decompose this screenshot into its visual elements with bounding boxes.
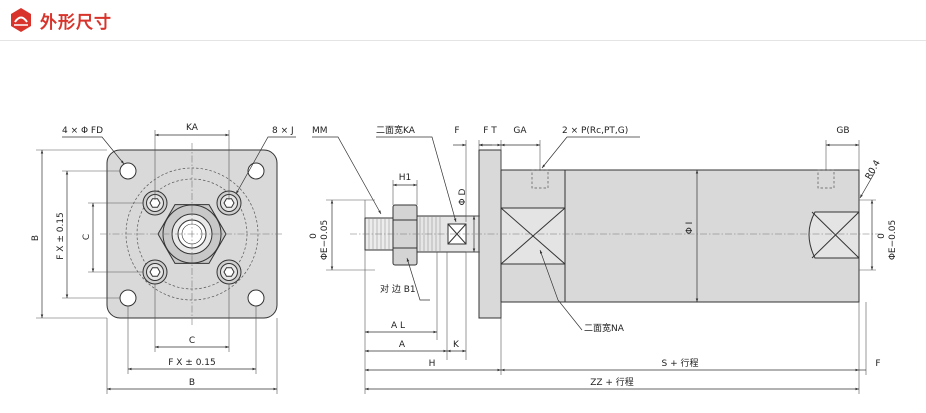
screws-label: 8 × J — [272, 126, 294, 136]
dim-e-right-label: ΦE−0.05 — [888, 220, 898, 260]
front-view: KA 4 × Φ FD 8 × J B F X ± 0.15 C C F X ±… — [31, 123, 296, 394]
dim-al-label: A L — [391, 321, 405, 331]
rod-nut-side — [392, 204, 418, 266]
dim-c-vert-label: C — [82, 234, 92, 240]
dim-zz-label: ZZ + 行程 — [590, 376, 634, 388]
dim-fx-vert-label: F X ± 0.15 — [56, 212, 66, 260]
header: 外形尺寸 — [0, 0, 926, 41]
mounting-hole — [247, 162, 265, 180]
page-title: 外形尺寸 — [40, 13, 112, 33]
cap-screw — [216, 190, 242, 216]
side-view: MM 二面宽KA F F T GA 2 × P(Rc,PT,G) GB R0.4… — [309, 124, 898, 394]
dim-a-label: A — [399, 340, 406, 350]
dim-k-label: K — [453, 340, 460, 350]
dim-fx-horiz-label: F X ± 0.15 — [168, 358, 216, 368]
holes-label: 4 × Φ FD — [62, 126, 103, 136]
cap-screw — [216, 259, 242, 285]
na-label: 二面宽NA — [584, 322, 625, 334]
port-hidden — [531, 169, 549, 189]
dim-f-top-label: F — [454, 126, 459, 136]
mounting-hole — [247, 289, 265, 307]
dim-h-label: H — [429, 359, 436, 369]
brand-logo-icon — [11, 8, 31, 32]
dim-h1-label: H1 — [399, 173, 412, 183]
dim-ka-label: KA — [186, 123, 199, 133]
dim-b-horiz-label: B — [189, 378, 195, 388]
dim-e-right-zero: 0 — [877, 233, 887, 239]
radius-label: R0.4 — [864, 158, 883, 181]
dim-ga-label: GA — [513, 126, 527, 136]
header-divider — [0, 40, 926, 41]
dim-d-label: Φ D — [458, 188, 468, 205]
rear-flats — [808, 211, 860, 259]
dim-gb-label: GB — [836, 126, 849, 136]
dim-b-vert-label: B — [31, 235, 41, 241]
dim-s-label: S + 行程 — [662, 357, 699, 369]
cap-screw — [142, 259, 168, 285]
dim-ft-label: F T — [483, 126, 497, 136]
dim-e-left-zero: 0 — [309, 233, 319, 239]
dim-c-horiz-label: C — [189, 336, 195, 346]
mm-label: MM — [312, 126, 328, 136]
port-hidden — [817, 169, 835, 189]
mounting-hole — [119, 289, 137, 307]
b1-label: 对 边 B1 — [380, 283, 416, 295]
flats-ka-label: 二面宽KA — [376, 124, 416, 136]
dim-i-label: Φ I — [685, 222, 695, 235]
dim-e-left-label: ΦE−0.05 — [320, 220, 330, 260]
mounting-hole — [119, 162, 137, 180]
dim-f-bottom-label: F — [875, 359, 880, 369]
port-label: 2 × P(Rc,PT,G) — [562, 126, 628, 136]
